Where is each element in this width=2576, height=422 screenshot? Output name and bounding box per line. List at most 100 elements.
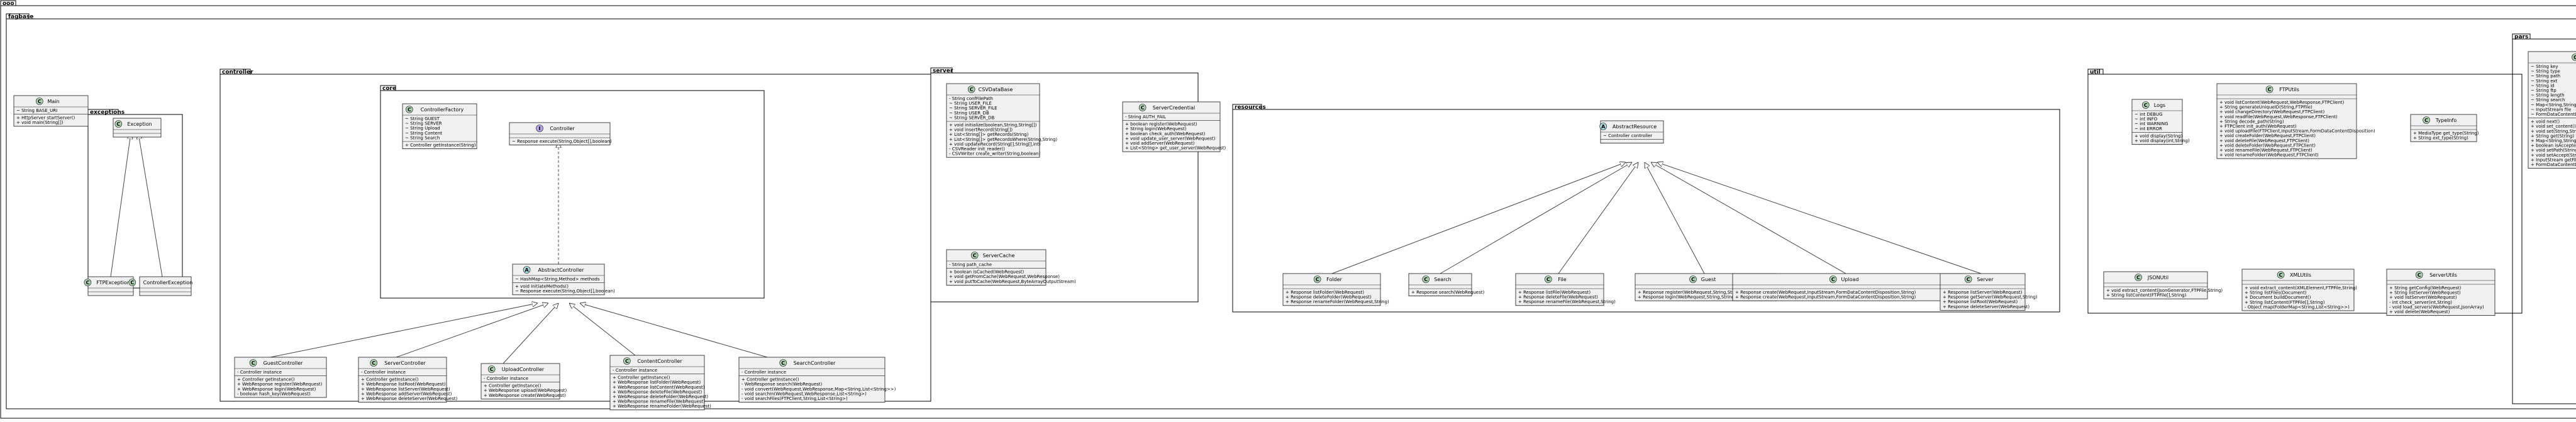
package-exceptions-label: exceptions [90, 109, 125, 116]
class-method: + WebResponse register(WebRequest) [237, 382, 323, 387]
class-kind-letter: C [1546, 277, 1550, 282]
class-method: - void load_servers(WebRequest,JsonArray… [2389, 304, 2484, 309]
class-box [1732, 273, 1963, 301]
class-method: + String generateUniqueID(String,FTPFile… [2219, 105, 2312, 110]
class-kind-icon [1599, 123, 1607, 130]
package-resources-label: resources [1235, 104, 1266, 111]
class-method: + void renameFile(WebRequest,FTPClient) [2219, 148, 2312, 153]
class-kind-icon [2135, 274, 2142, 281]
class-method: + boolean register(WebRequest) [1125, 122, 1197, 127]
class-method: + Response getServer(WebRequest,String) [1943, 295, 2038, 300]
class-kind-letter: I [539, 126, 541, 131]
class-box [13, 95, 89, 127]
class-method: + Response create(WebRequest,InputStream… [1735, 295, 1916, 300]
class-field: ~ int ERROR [2135, 126, 2162, 131]
folder-extends-abstractresource [1331, 162, 1626, 274]
server-extends-abstractresource [1657, 162, 1982, 274]
class-method: + boolean isAccepted [2531, 143, 2576, 148]
class-kind-icon [1964, 275, 1972, 283]
class-method: + Response deleteFile(WebRequest) [1518, 295, 1598, 300]
class-kind-icon [2142, 101, 2150, 109]
class-kind-icon [1138, 104, 1146, 111]
class-kind-letter: C [86, 280, 89, 286]
class-kind-letter: C [2144, 103, 2148, 108]
class-method: + List<String[]> getRecords(String) [949, 132, 1029, 137]
class-kind-letter: C [2279, 272, 2283, 278]
class-pars-class[interactable]: C~ String key~ String type~ String path~… [2528, 51, 2576, 169]
class-box [1515, 273, 1604, 306]
class-kind-icon [406, 106, 413, 113]
class-method: - CSVReader init_reader() [949, 147, 1005, 152]
class-method: + void set_content() [2531, 124, 2576, 129]
class-field: ~ String GUEST [405, 116, 440, 121]
class-field: ~ String length [2531, 93, 2565, 98]
class-method: - WebResponse search(WebRequest) [741, 382, 823, 387]
class-kind-icon [2572, 53, 2576, 61]
class-name: TypeInfo [2435, 118, 2457, 123]
class-method: + WebResponse listRoot(WebRequest) [361, 382, 446, 387]
class-kind-letter: C [1967, 277, 1970, 282]
class-field: - String AUTH_FAIL [1125, 114, 1166, 119]
class-name: Upload [1841, 277, 1858, 282]
class-method: + String login(WebRequest) [1125, 126, 1187, 131]
class-field: ~ int DEBUG [2135, 112, 2163, 117]
class-box [1122, 101, 1221, 152]
class-kind-letter: C [116, 121, 120, 127]
class-method: + void changeDirectory(WebRequest,FTPCli… [2219, 109, 2324, 114]
class-name: JSONUtil [2147, 275, 2168, 280]
class-name: ControllerFactory [421, 107, 464, 113]
class-kind-letter: C [970, 87, 974, 92]
class-method: + void readFile(WebRequest,WebResponse,F… [2219, 114, 2338, 119]
class-method: + Controller getInstance() [237, 377, 295, 382]
class-field: ~ String SERVER_FILE [949, 106, 997, 111]
class-name: Folder [1326, 277, 1342, 282]
class-method: + Response create(WebRequest,InputStream… [1735, 290, 1916, 295]
contentcontroller-extends-abstractcontroller [569, 303, 636, 356]
class-method: + void setPath(String [2531, 148, 2576, 153]
class-method: + boolean check_auth(WebRequest) [1125, 131, 1206, 136]
class-field: ~ String SERVER [405, 121, 442, 126]
class-field: ~ Controller controller [1603, 133, 1652, 138]
class-field: - String confFilePath [949, 96, 993, 101]
class-method: + Response deleteFolder(WebRequest) [1285, 295, 1372, 300]
class-kind-letter: C [2136, 275, 2140, 280]
class-box [402, 103, 477, 149]
class-name: ServerCredential [1153, 105, 1195, 111]
ftpexception-extends-exception [110, 133, 131, 277]
class-method: ~ Response execute(String,Object[],boole… [512, 139, 612, 144]
class-method: - Object map(FolderMap<String,List<Strin… [2245, 304, 2350, 309]
class-kind-icon [1829, 275, 1837, 283]
package-resources: resources [1232, 104, 2060, 313]
class-method: + Map<String,String> [2531, 138, 2576, 143]
class-kind-letter: C [1691, 277, 1695, 282]
